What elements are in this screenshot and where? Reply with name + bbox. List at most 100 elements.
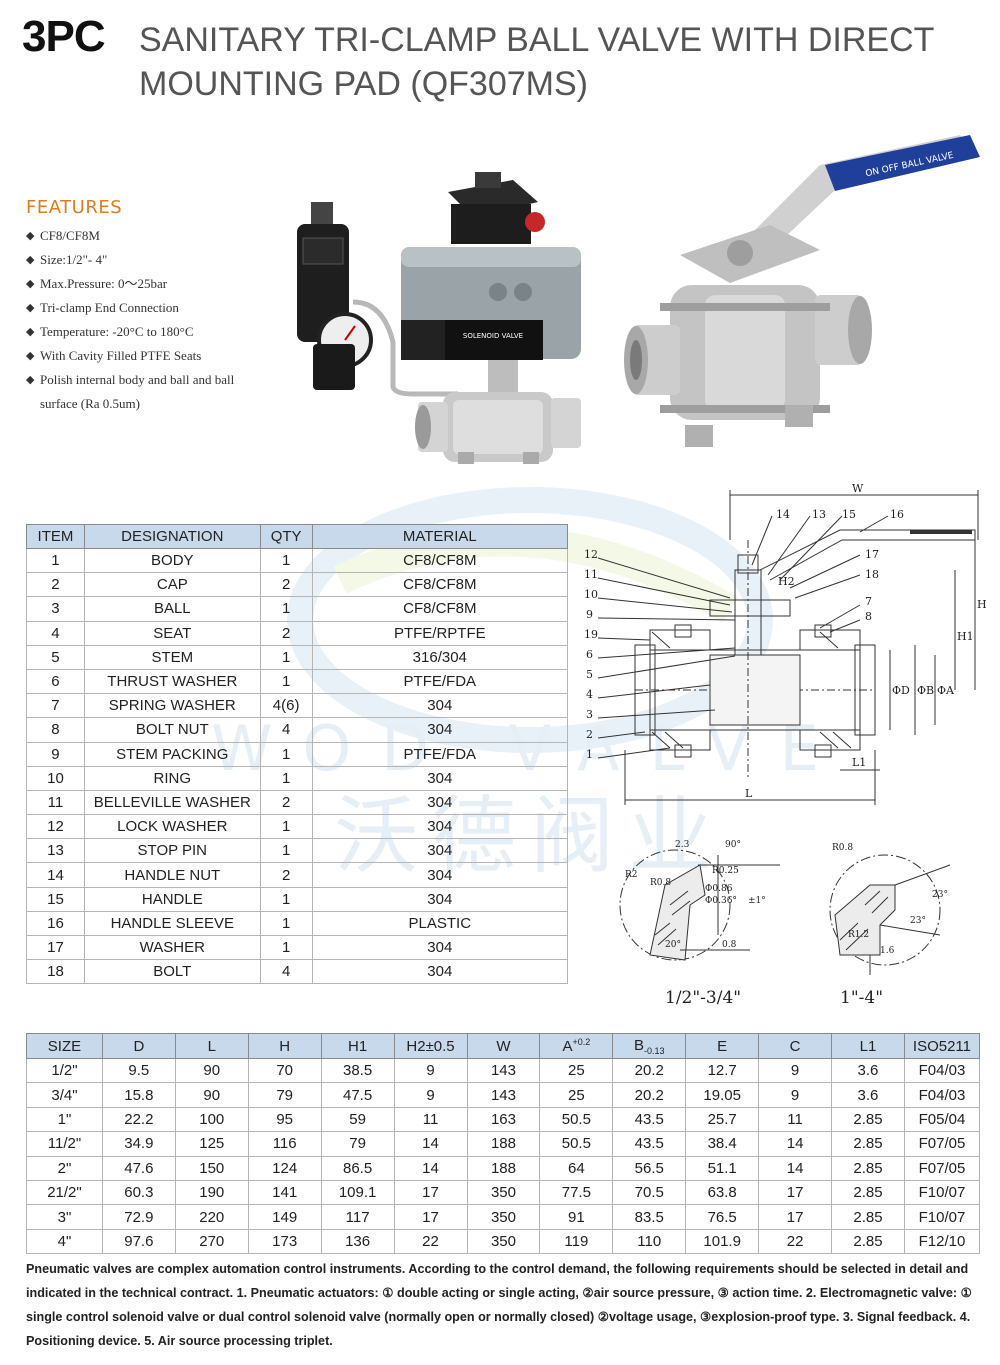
table-cell: 60.3 [101, 1179, 176, 1206]
table-cell: F05/04 [903, 1106, 981, 1133]
table-cell: F12/10 [903, 1228, 981, 1255]
feature-text: Max.Pressure: 0～25bar [40, 276, 168, 291]
detail-right-note: R1.2 [848, 930, 869, 940]
table-cell: 20.2 [612, 1082, 687, 1108]
table-cell: 34.9 [101, 1131, 176, 1157]
table-cell: 21/2" [26, 1179, 103, 1206]
table-cell: 1 [259, 741, 313, 767]
table-cell: 50.5 [539, 1106, 614, 1133]
page-header: 3PC SANITARY TRI-CLAMP BALL VALVE WITH D… [22, 12, 982, 112]
dimension-header-cell: H2±0.5 [393, 1033, 468, 1059]
dimension-header-cell: ISO5211 [903, 1033, 981, 1059]
dim-label-h1: H1 [957, 630, 974, 643]
table-cell: 7 [26, 693, 85, 719]
table-cell: 109.1 [320, 1179, 395, 1206]
table-cell: 11/2" [26, 1131, 103, 1157]
dim-label-b: ΦB [917, 684, 934, 697]
table-cell: 3/4" [26, 1082, 103, 1108]
dim-label-a: ΦA [937, 684, 955, 697]
detail-large-size-drawing: R0.8 23° 23° R1.2 1.6 1"-4" [829, 843, 951, 1008]
table-cell: 149 [247, 1204, 322, 1230]
dimension-header-cell: E [685, 1033, 760, 1059]
table-cell: 304 [311, 862, 569, 888]
dimension-header-cell: W [466, 1033, 541, 1059]
table-cell: 17 [758, 1204, 833, 1230]
table-cell: 136 [320, 1228, 395, 1255]
table-cell: F10/07 [903, 1204, 981, 1230]
table-cell: 220 [174, 1204, 249, 1230]
table-cell: 1 [259, 644, 313, 670]
diamond-bullet-icon: ◆ [26, 254, 35, 266]
table-cell: 1 [259, 668, 313, 695]
table-cell: 18 [26, 959, 85, 985]
feature-item: ◆Max.Pressure: 0～25bar [26, 272, 266, 296]
table-cell: 1 [259, 814, 313, 840]
table-cell: 3.6 [831, 1082, 905, 1108]
table-cell: 17 [393, 1179, 468, 1206]
table-cell: BALL [83, 596, 261, 622]
table-cell: STEM [83, 644, 261, 670]
detail-left-note: 0.8 [722, 940, 737, 950]
series-badge: 3PC [22, 12, 106, 61]
table-cell: 16 [26, 910, 85, 937]
table-cell: 97.6 [101, 1228, 176, 1255]
table-cell: 14 [393, 1155, 468, 1181]
table-cell: 304 [311, 789, 569, 816]
table-cell: 51.1 [685, 1155, 760, 1181]
table-cell: 9 [26, 741, 85, 767]
table-cell: 150 [174, 1155, 249, 1181]
table-cell: 77.5 [539, 1179, 614, 1206]
callout-15: 15 [842, 508, 856, 521]
detail-left-note: Φ0.86 [705, 884, 733, 894]
callout-12: 12 [584, 548, 598, 561]
table-cell: 72.9 [101, 1204, 176, 1230]
detail-right-note: 1.6 [880, 946, 895, 956]
ball-valve-body-image [624, 285, 872, 447]
table-cell: F04/03 [903, 1057, 981, 1084]
table-cell: 9 [758, 1057, 833, 1084]
table-cell: 190 [174, 1179, 249, 1206]
callout-14: 14 [776, 508, 790, 521]
detail-small-size-drawing: 2.3 90° R0.8 R0.25 R2 Φ0.86 Φ0.36° ±1° 2… [619, 840, 780, 1008]
table-cell: 188 [466, 1155, 541, 1181]
feature-text: Polish internal body and ball and ball s… [40, 372, 235, 411]
table-cell: 2 [259, 620, 313, 646]
dimension-header-cell: H [247, 1033, 322, 1059]
table-cell: 25 [539, 1057, 614, 1084]
table-cell: 22 [758, 1228, 833, 1255]
table-cell: 4 [259, 959, 313, 985]
table-cell: 15 [26, 886, 85, 912]
table-cell: LOCK WASHER [83, 814, 261, 840]
table-cell: 1" [26, 1106, 103, 1133]
table-cell: 50.5 [539, 1131, 614, 1157]
table-cell: RING [83, 765, 261, 791]
valve-cross-section-drawing: W 14 13 15 16 17 18 7 8 12 11 10 9 19 6 … [584, 482, 987, 805]
detail-left-note: R2 [625, 870, 638, 880]
table-cell: 43.5 [612, 1106, 687, 1133]
filter-regulator-image [297, 202, 373, 390]
callout-4: 4 [586, 688, 593, 701]
table-cell: WASHER [83, 934, 261, 961]
pneumatic-valve-photo: SOLENOID VALVE [297, 172, 581, 464]
table-cell: HANDLE NUT [83, 862, 261, 888]
table-cell: 95 [247, 1106, 322, 1133]
table-cell: 1 [26, 547, 85, 574]
table-cell: 2.85 [831, 1204, 905, 1230]
table-cell: 270 [174, 1228, 249, 1255]
table-cell: 17 [393, 1204, 468, 1230]
table-cell: PTFE/RPTFE [311, 620, 569, 646]
table-cell: 90 [174, 1082, 249, 1108]
feature-item: ◆Temperature: -20°C to 180°C [26, 320, 266, 344]
callout-5: 5 [586, 668, 593, 681]
